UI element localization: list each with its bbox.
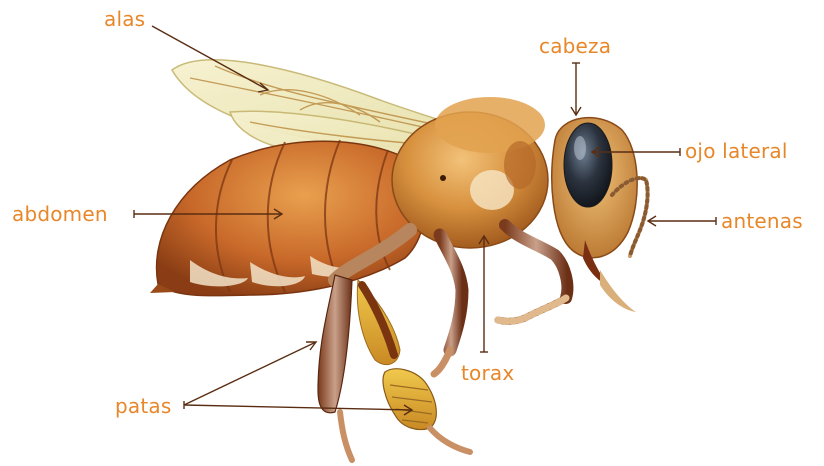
leader-patas-1 — [184, 342, 316, 405]
label-cabeza: cabeza — [539, 35, 611, 57]
label-patas: patas — [115, 395, 171, 417]
leader-patas-2 — [184, 405, 412, 410]
label-antenas: antenas — [721, 210, 803, 232]
label-ojo-lateral: ojo lateral — [685, 140, 788, 162]
label-alas: alas — [104, 8, 145, 30]
label-torax: torax — [461, 362, 514, 384]
abdomen-body — [150, 140, 424, 296]
label-abdomen: abdomen — [12, 203, 108, 225]
legs — [318, 225, 567, 460]
